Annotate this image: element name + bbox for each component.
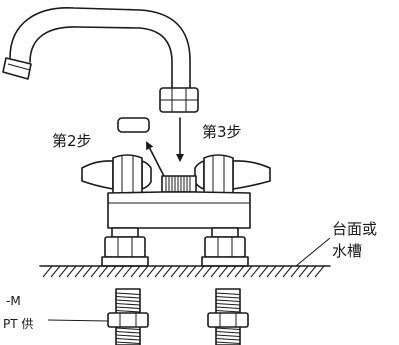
left-handle-column [112,154,143,196]
countertop-hatch-line [66,265,77,278]
right-valve-base [201,256,249,267]
right-shank-thread-line [215,310,241,313]
countertop-hatch-line [202,265,213,278]
countertop-hatch-line [266,265,277,278]
right-shank-thread-line [215,331,241,334]
right-shank-thread-line [215,303,241,306]
countertop-hatch-line [218,265,229,278]
countertop-hatch-line [58,265,69,278]
countertop-hatch-line [162,265,173,278]
countertop-hatch-line [210,265,221,278]
fitting-label-line1: -M [6,294,21,308]
right-shank-thread-line [215,341,241,344]
left-valve-stem [111,227,139,238]
left-shank-thread-line [115,331,141,334]
countertop-hatch-line [178,265,189,278]
left-shank-thread-line [115,299,141,302]
fitting-label-line2: PT 供 [3,317,33,331]
countertop-hatch-line [130,265,141,278]
countertop-hatch-line [50,265,61,278]
right-shank-thread-line [215,296,241,299]
step2-label: 第2步 [52,132,92,150]
countertop-hatch-line [314,265,325,278]
right-shank-thread-line [215,306,241,309]
countertop-hatch-line [82,265,93,278]
countertop-label-line1: 台面或 [332,220,377,238]
spout-inlet [161,175,197,193]
countertop-hatch-line [282,265,293,278]
faucet-body [107,191,251,229]
spout-inlet-threads [165,176,191,192]
left-shank-thread-line [115,341,141,344]
left-shank-thread-line [115,306,141,309]
left-shank-thread-line [115,338,141,341]
right-shank-thread-line [215,292,241,295]
spout [2,7,191,89]
countertop-hatch-line [186,265,197,278]
countertop-hatch-line [258,265,269,278]
right-shank [207,288,249,345]
left-shank-thread-line [115,327,141,330]
countertop-hatch-line [274,265,285,278]
right-shank-nut [207,312,249,328]
countertop-hatch-line [114,265,125,278]
countertop-leader-line [295,237,331,267]
left-shank-thread-line [115,292,141,295]
countertop-hatch-line [170,265,181,278]
countertop-hatch-line [306,265,317,278]
countertop-hatch-line [98,265,109,278]
left-shank-thread-line [115,310,141,313]
fitting-leader-line [47,319,109,322]
right-handle-lever-right [232,160,271,190]
countertop-hatch-line [226,265,237,278]
right-valve [201,227,249,267]
right-shank-thread-line [215,327,241,330]
countertop-hatch-line [298,265,309,278]
countertop-hatch-line [90,265,101,278]
countertop-hatch-line [234,265,245,278]
countertop-hatch-line [74,265,85,278]
step2-arrow [146,141,167,181]
countertop-hatch-line [42,265,53,278]
left-valve [101,227,149,267]
left-valve-nut [104,236,146,258]
right-shank-thread-line [215,334,241,337]
countertop-hatch-line [122,265,133,278]
spout-inlet-body [161,175,197,193]
right-handle [194,154,271,196]
spout-outer-edge [9,7,191,89]
left-handle [81,154,152,196]
countertop-hatch-line [154,265,165,278]
left-shank-thread-line [115,296,141,299]
right-valve-nut [204,236,246,258]
left-shank [107,288,149,345]
countertop-hatch-line [290,265,301,278]
spout-inner-edge [29,26,173,89]
right-shank-thread-line [215,299,241,302]
right-shank-thread-line [215,338,241,341]
countertop-hatch-line [194,265,205,278]
countertop-hatch-line [146,265,157,278]
countertop-hatch-line [250,265,261,278]
right-valve-stem [211,227,239,238]
spout-tip [2,57,32,80]
left-valve-base [101,256,149,267]
left-shank-thread-line [115,334,141,337]
right-handle-column [203,154,234,196]
countertop-label-line2: 水槽 [332,242,362,260]
spout-tip-ring [7,63,31,71]
spout-nut [159,87,199,113]
left-handle-lever-left [81,160,114,190]
countertop-hatch-line [106,265,117,278]
left-shank-thread-line [115,303,141,306]
countertop-hatch-line [138,265,149,278]
countertop-hatch [42,265,325,278]
step3-label: 第3步 [202,123,242,141]
left-handle-lever-right [141,160,152,190]
left-shank-nut [107,312,149,328]
cap-washer [117,117,150,133]
countertop-hatch-line [242,265,253,278]
